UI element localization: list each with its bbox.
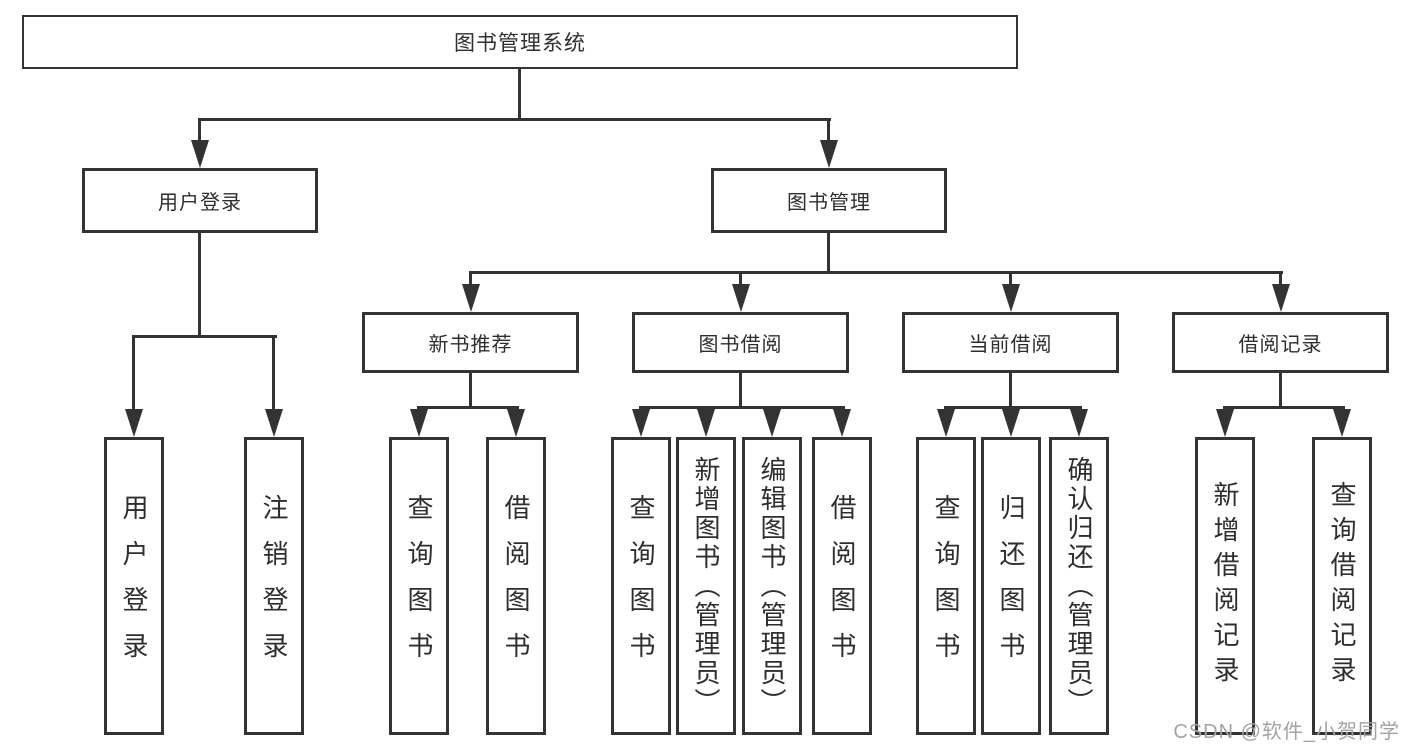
- connector-line: [1279, 273, 1282, 287]
- leaf-query-borrow-record-label: 查询借阅记录: [1327, 481, 1357, 691]
- connector-line: [198, 118, 831, 121]
- arrow-down-icon: [191, 140, 209, 168]
- leaf-return-book: 归还图书: [981, 437, 1041, 735]
- leaf-user-login-label: 用户登录: [119, 494, 149, 678]
- connector-line: [132, 335, 277, 338]
- connector-line: [944, 406, 1082, 409]
- arrow-down-icon: [833, 409, 851, 437]
- connector-line: [469, 273, 472, 287]
- leaf-query-book-current-label: 查询图书: [931, 494, 961, 678]
- arrow-down-icon: [410, 409, 428, 437]
- leaf-add-book-admin-label: 新增图书（管理员）: [691, 455, 721, 717]
- connector-line: [1279, 373, 1282, 409]
- arrow-down-icon: [763, 409, 781, 437]
- connector-line: [272, 337, 275, 412]
- arrow-down-icon: [937, 409, 955, 437]
- arrow-down-icon: [697, 409, 715, 437]
- connector-line: [1009, 273, 1012, 287]
- leaf-edit-book-admin-label: 编辑图书（管理员）: [757, 455, 787, 717]
- connector-line: [469, 373, 472, 409]
- node-borrow-records: 借阅记录: [1172, 312, 1389, 373]
- node-borrow-records-label: 借阅记录: [1238, 334, 1323, 356]
- leaf-add-book-admin: 新增图书（管理员）: [676, 437, 736, 735]
- leaf-borrow-book-recommend-label: 借阅图书: [501, 494, 531, 678]
- leaf-query-book-borrow-label: 查询图书: [626, 494, 656, 678]
- node-book-management: 图书管理: [711, 168, 947, 233]
- arrow-down-icon: [1216, 409, 1234, 437]
- leaf-add-borrow-record-label: 新增借阅记录: [1210, 481, 1240, 691]
- arrow-down-icon: [507, 409, 525, 437]
- arrow-down-icon: [462, 284, 480, 312]
- leaf-borrow-book-recommend: 借阅图书: [486, 437, 546, 735]
- connector-line: [198, 120, 201, 143]
- connector-line: [739, 273, 742, 287]
- arrow-down-icon: [820, 140, 838, 168]
- leaf-confirm-return-admin: 确认归还（管理员）: [1049, 437, 1109, 735]
- node-new-book-recommend: 新书推荐: [362, 312, 579, 373]
- arrow-down-icon: [265, 409, 283, 437]
- connector-line: [827, 232, 830, 273]
- node-book-borrow: 图书借阅: [632, 312, 849, 373]
- node-book-management-label: 图书管理: [787, 192, 871, 214]
- leaf-query-book-recommend-label: 查询图书: [404, 494, 434, 678]
- node-new-book-recommend-label: 新书推荐: [428, 334, 513, 356]
- connector-line: [417, 406, 519, 409]
- watermark: CSDN @软件_小贺同学: [1173, 721, 1400, 743]
- arrow-down-icon: [632, 409, 650, 437]
- leaf-borrow-book: 借阅图书: [812, 437, 872, 735]
- node-user-login-label: 用户登录: [158, 192, 242, 214]
- leaf-logout-label: 注销登录: [259, 494, 289, 678]
- connector-line: [132, 337, 135, 412]
- leaf-query-book-recommend: 查询图书: [389, 437, 449, 735]
- node-library-system: 图书管理系统: [22, 15, 1018, 69]
- leaf-return-book-label: 归还图书: [996, 494, 1026, 678]
- connector-line: [1009, 373, 1012, 409]
- leaf-add-borrow-record: 新增借阅记录: [1195, 437, 1255, 735]
- leaf-logout: 注销登录: [244, 437, 304, 735]
- connector-line: [639, 406, 845, 409]
- node-current-borrow-label: 当前借阅: [968, 334, 1053, 356]
- arrow-down-icon: [125, 409, 143, 437]
- leaf-query-book-borrow: 查询图书: [611, 437, 671, 735]
- leaf-confirm-return-admin-label: 确认归还（管理员）: [1064, 455, 1094, 717]
- node-current-borrow: 当前借阅: [902, 312, 1119, 373]
- arrow-down-icon: [1333, 409, 1351, 437]
- connector-line: [198, 233, 201, 337]
- arrow-down-icon: [1070, 409, 1088, 437]
- node-book-borrow-label: 图书借阅: [698, 334, 783, 356]
- leaf-user-login: 用户登录: [104, 437, 164, 735]
- arrow-down-icon: [1002, 409, 1020, 437]
- arrow-down-icon: [1002, 284, 1020, 312]
- leaf-query-borrow-record: 查询借阅记录: [1312, 437, 1372, 735]
- connector-line: [518, 68, 521, 121]
- leaf-edit-book-admin: 编辑图书（管理员）: [742, 437, 802, 735]
- connector-line: [827, 120, 830, 143]
- connector-line: [469, 271, 1283, 274]
- connector-line: [1223, 406, 1345, 409]
- leaf-query-book-current: 查询图书: [916, 437, 976, 735]
- arrow-down-icon: [1272, 284, 1290, 312]
- node-user-login: 用户登录: [82, 168, 318, 233]
- connector-line: [739, 373, 742, 409]
- arrow-down-icon: [732, 284, 750, 312]
- node-library-system-label: 图书管理系统: [454, 32, 586, 55]
- leaf-borrow-book-label: 借阅图书: [827, 494, 857, 678]
